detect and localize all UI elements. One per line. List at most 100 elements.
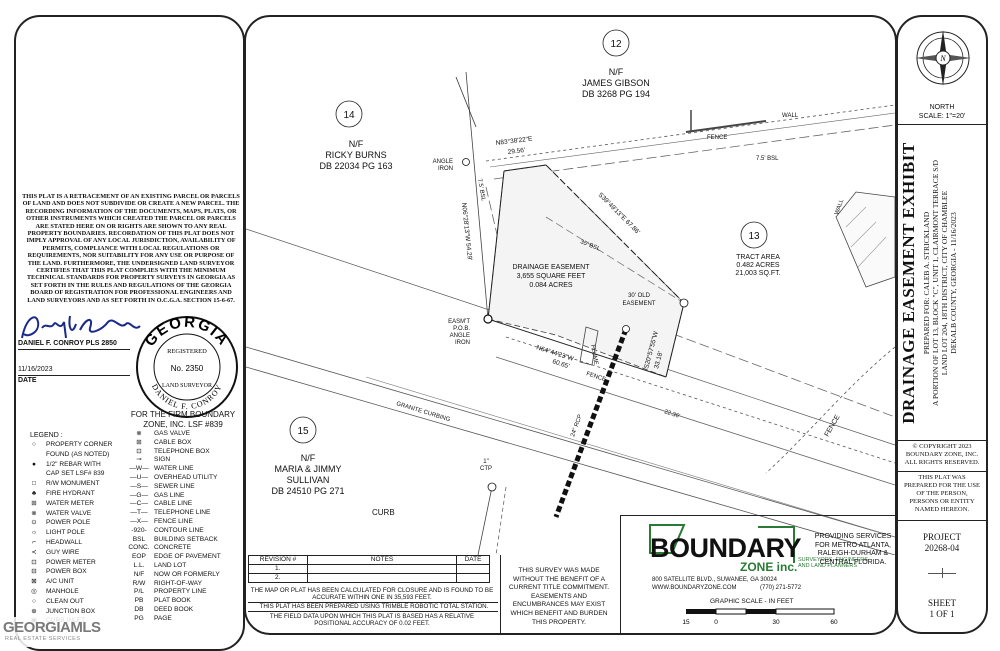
legend-right-row: —X— FENCE LINE [124, 518, 221, 527]
legend-right-row: L.L.LAND LOT [124, 562, 221, 571]
legend-left-row: CAP SET LSF# 839 [22, 469, 112, 479]
legend-left-symbol [22, 450, 46, 460]
legend-right-symbol: —T— [130, 509, 148, 517]
signature-line [18, 349, 130, 350]
lot13-sqft: 21,003 SQ.FT. [735, 270, 780, 277]
legend-left-symbol: ○ [32, 597, 36, 605]
services-line-1: PROVIDING SERVICES [814, 533, 892, 540]
legend-left-text: LIGHT POLE [46, 529, 85, 537]
legend-left-row: FOUND (AS NOTED) [22, 450, 112, 460]
portion-of-lot: A PORTION OF LOT 13, BLOCK "C", UNIT 1, … [931, 159, 940, 407]
legend-right-text: WATER LINE [154, 465, 194, 473]
bearing-1: N83°38'22"E [495, 134, 533, 147]
legend-right-symbol: BSL [132, 535, 146, 543]
legend-right-row: ⊗GAS VALVE [124, 430, 221, 439]
legend-left-row: ⌐HEADWALL [22, 538, 112, 548]
legend-right-text: CABLE BOX [154, 438, 192, 446]
legend-right-text: PROPERTY LINE [154, 588, 207, 596]
angle-iron-label: ANGLE [433, 159, 453, 165]
scale-label: SCALE: 1"=20' [918, 113, 966, 120]
project-label: PROJECT [922, 532, 961, 542]
prepared-4: PERSONS OR ENTITY [909, 498, 975, 505]
surveyor-signature [21, 315, 141, 339]
revision-table: REVISION # NOTES DATE 1. 2. [248, 555, 490, 585]
prepared-1: THIS PLAT WAS [918, 474, 966, 481]
lot13-area-label: TRACT AREA [736, 254, 780, 261]
company-logo: BOUNDARY ZONE inc. SURVEYORS, ENGINEERS … [648, 523, 868, 574]
legend-left-symbol: ● [32, 460, 36, 468]
bearing-5-dist: 33.18' [653, 351, 664, 370]
legend-left-symbol: ≺ [31, 548, 37, 556]
legend-left-row: ⊞WATER METER [22, 499, 112, 509]
prepared-block: THIS PLAT WAS PREPARED FOR THE USE OF TH… [896, 474, 988, 514]
wall-label-2: WALL [834, 198, 845, 216]
pob-label-2: P.O.B. [453, 326, 470, 332]
legend-left-symbol: ⊟ [31, 568, 37, 576]
legend-right-symbol: PB [134, 597, 144, 605]
legend-right: ⊗GAS VALVE⊞CABLE BOX⊡TELEPHONE BOX⊸SIGN—… [124, 430, 221, 624]
legend-left-symbol: ⊗ [31, 509, 37, 517]
note-divider-1 [248, 602, 498, 603]
legend-right-text: SEWER LINE [154, 482, 195, 490]
legend-right-row: ⊞CABLE BOX [124, 439, 221, 448]
legend-right-symbol: —X— [130, 517, 148, 525]
prepared-3: OF THE PERSON, [916, 490, 968, 497]
lot14-number: 14 [343, 110, 355, 121]
legend-right-text: CABLE LINE [154, 500, 193, 508]
legend-right-row: —T— TELEPHONE LINE [124, 509, 221, 518]
legend-right-symbol: —U— [130, 473, 148, 481]
company-name-2: ZONE inc. [740, 560, 798, 574]
legend-left-text: FOUND (AS NOTED) [46, 450, 110, 458]
legend-right-symbol: ⊸ [136, 456, 142, 464]
easement-acres: 0.084 ACRES [529, 282, 573, 289]
legend-right-symbol: CONC. [128, 544, 150, 552]
legend-left-text: R/W MONUMENT [46, 480, 100, 488]
project-number: 20268-04 [924, 543, 960, 553]
scale-tick-60: 60 [830, 619, 838, 626]
legend-right-text: BUILDING SETBACK [154, 535, 218, 543]
legend-left-text: FIRE HYDRANT [46, 489, 95, 497]
lot15-nf: N/F [301, 453, 316, 463]
notes-vertical-divider [500, 555, 501, 635]
bsl-label-top: 7.5' BSL [756, 156, 779, 162]
graphic-scale-title: GRAPHIC SCALE - IN FEET [710, 598, 794, 605]
legend-left-row: ○PROPERTY CORNER [22, 440, 112, 450]
easement-title: DRAINAGE EASEMENT [512, 264, 590, 271]
legend-right-symbol: EOP [132, 553, 146, 561]
company-phone: (770) 271-5772 [760, 585, 802, 591]
legend-right-row: —S—SEWER LINE [124, 483, 221, 492]
legend-left-text: PROPERTY CORNER [46, 441, 113, 448]
legend-left-row: ◎MANHOLE [22, 587, 112, 597]
svg-text:N: N [939, 54, 946, 63]
legend-right-text: TELEPHONE LINE [154, 509, 211, 517]
legend-right-text: FENCE LINE [154, 517, 193, 525]
legend-right-row: -920-CONTOUR LINE [124, 527, 221, 536]
legend-left-text: WATER VALVE [46, 509, 92, 517]
plat-drawing: 12 N/F JAMES GIBSON DB 3268 PG 194 14 N/… [246, 29, 895, 555]
company-tagline: SURVEYORS, ENGINEERS AND LAND PLANNERS [798, 557, 868, 569]
legend-left-symbol: □ [32, 480, 36, 488]
title-divider-2 [898, 440, 986, 441]
fence-label-right: FENCE [824, 414, 842, 438]
exhibit-title: DRAINAGE EASEMENT EXHIBIT [899, 142, 918, 424]
easement-sqft: 3,655 SQUARE FEET [517, 273, 587, 280]
legend-left-row: ≺GUY WIRE [22, 548, 112, 558]
lot15-owner: MARIA & JIMMY [274, 464, 341, 474]
rotated-title-block: DRAINAGE EASEMENT EXHIBIT PREPARED FOR: … [899, 133, 985, 433]
legend-right-symbol: N/F [133, 570, 145, 578]
curb-label: CURB [372, 508, 395, 517]
services-line-2: FOR METRO ATLANTA, [815, 541, 891, 549]
legend-right-symbol: R/W [132, 579, 146, 587]
company-address: 800 SATELLITE BLVD., SUWANEE, GA 30024 [652, 577, 777, 583]
legend-left-row: ⊗ WATER VALVE [22, 509, 112, 519]
legend-left-text: 1/2" REBAR WITH [46, 460, 101, 468]
ctp-label-1: 1" [483, 459, 488, 465]
lot14-nf: N/F [349, 139, 364, 149]
legend-right-row: ⊸SIGN [124, 456, 221, 465]
legend-right-text: EDGE OF PAVEMENT [154, 553, 221, 561]
pob-label-3: ANGLE [450, 333, 470, 339]
